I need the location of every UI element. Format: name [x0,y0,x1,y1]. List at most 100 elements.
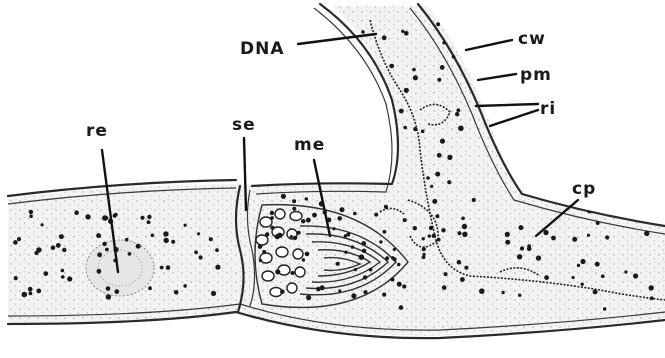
ribosome-dot [518,294,521,297]
ribosome-dot [501,291,504,294]
label-se: se [232,115,256,135]
ribosome-dot [399,109,404,114]
ribosome-dot [429,226,433,230]
ribosome-dot [572,237,577,242]
ribosome-dot [421,130,425,134]
ribosome-dot [332,227,335,230]
ribosome-dot [442,41,445,44]
ribosome-dot [520,246,524,250]
ribosome-dot [56,243,61,248]
ribosome-dot [85,214,90,219]
ribosome-dot [166,265,171,270]
ribosome-dot [106,286,111,291]
ribosome-dot [456,108,460,112]
ribosome-dot [457,231,461,235]
ribosome-dot [472,198,476,202]
ribosome-dot [125,238,129,242]
ribosome-dot [437,238,441,242]
leader-ri-2 [490,110,538,126]
ribosome-dot [29,292,33,296]
ribosome-dot [305,252,310,257]
ribosome-dot [382,35,387,40]
ribosome-dot [536,255,541,260]
ribosome-dot [301,219,305,223]
ribosome-dot [270,226,274,230]
label-re: re [86,121,108,141]
ribosome-dot [505,240,510,245]
ribosome-dot [194,251,198,255]
ribosome-dot [61,269,65,273]
ribosome-dot [444,272,448,276]
ribosome-dot [215,248,219,252]
ribosome-dot [505,232,510,237]
ribosome-dot [404,88,409,93]
ribosome-dot [543,230,548,235]
ribosome-dot [447,155,452,160]
ribosome-dot [393,248,396,251]
ribosome-dot [572,276,575,279]
label-cp: cp [572,179,596,199]
ribosome-dot [362,249,366,253]
ribosome-dot [280,289,285,294]
ribosome-dot [114,289,119,294]
ribosome-dot [442,285,447,290]
ribosome-dot [338,56,343,61]
ribosome-dot [258,245,262,249]
ribosome-dot [351,293,356,298]
ribosome-dot [363,275,367,279]
ribosome-dot [359,254,365,260]
ribosome-dot [458,47,462,51]
ribosome-dot [259,259,262,262]
ribosome-dot [34,251,38,255]
ribosome-dot [650,296,654,300]
ribosome-dot [649,285,654,290]
ribosome-dot [106,294,111,299]
ribosome-dot [460,277,465,282]
leader-pm [478,74,516,80]
leader-ri-1 [476,104,538,106]
ribosome-dot [587,234,590,237]
ribosome-dot [174,290,179,295]
ribosome-dot [432,199,437,204]
ribosome-dot [382,293,386,297]
ribosome-dot [426,176,430,180]
ribosome-dot [605,235,609,239]
ribosome-dot [160,266,164,270]
ribosome-dot [401,30,404,33]
ribosome-dot [292,207,296,211]
ribosome-dot [595,205,599,209]
ribosome-dot [452,55,456,59]
ribosome-dot [435,214,439,218]
ribosome-dot [140,216,144,220]
ribosome-dot [455,112,459,116]
ribosome-dot [43,271,48,276]
ribosome-dot [74,210,79,215]
ribosome-dot [197,232,200,235]
ribosome-dot [440,65,445,70]
ribosome-dot [97,252,102,257]
ribosome-dot [59,234,64,239]
ribosome-dot [41,223,44,226]
ribosome-dot [595,262,600,267]
ribosome-dot [457,260,462,265]
leader-cw [466,40,512,50]
ribosome-dot [147,220,151,224]
ribosome-dot [361,30,365,34]
ribosome-dot [277,233,282,238]
ribosome-dot [344,251,347,254]
ribosome-dot [479,288,485,294]
label-me: me [294,135,325,155]
ribosome-dot [423,253,426,256]
ribosome-dot [67,276,72,281]
ribosome-dot [265,232,269,236]
ribosome-dot [22,292,28,298]
ribosome-dot [275,269,280,274]
ribosome-dot [147,215,151,219]
ribosome-dot [437,153,442,158]
ribosome-dot [29,210,33,214]
ribosome-dot [384,130,389,135]
ribosome-dot [136,244,141,249]
ribosome-dot [354,268,357,271]
ribosome-dot [291,271,295,275]
